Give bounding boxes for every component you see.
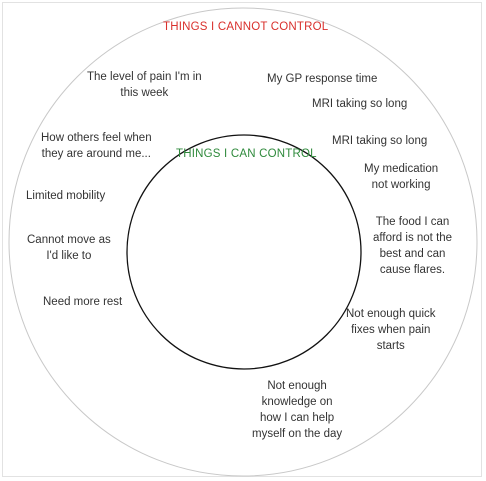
outer-circle [8,7,478,477]
item-gp-response: My GP response time [267,73,378,85]
item-others-feel: How others feel when they are around me.… [41,132,152,160]
item-limited-mobility: Limited mobility [26,190,106,202]
item-food: The food I can afford is not the best an… [373,216,453,276]
item-pain-level: The level of pain I'm in this week [87,71,202,99]
item-cannot-move: Cannot move as I'd like to [27,234,111,262]
inner-circle [126,134,362,370]
diagram-frame [2,2,482,477]
item-mri-waiting-1: MRI taking so long [312,98,408,110]
inner-circle-title: THINGS I CAN CONTROL [176,148,317,160]
item-knowledge: Not enough knowledge on how I can help m… [252,380,343,440]
item-medication: My medication not working [364,163,439,191]
item-more-rest: Need more rest [43,296,123,308]
outer-circle-title: THINGS I CANNOT CONTROL [163,21,329,33]
item-quick-fixes: Not enough quick fixes when pain starts [346,308,436,352]
item-mri-waiting-2: MRI taking so long [332,135,428,147]
